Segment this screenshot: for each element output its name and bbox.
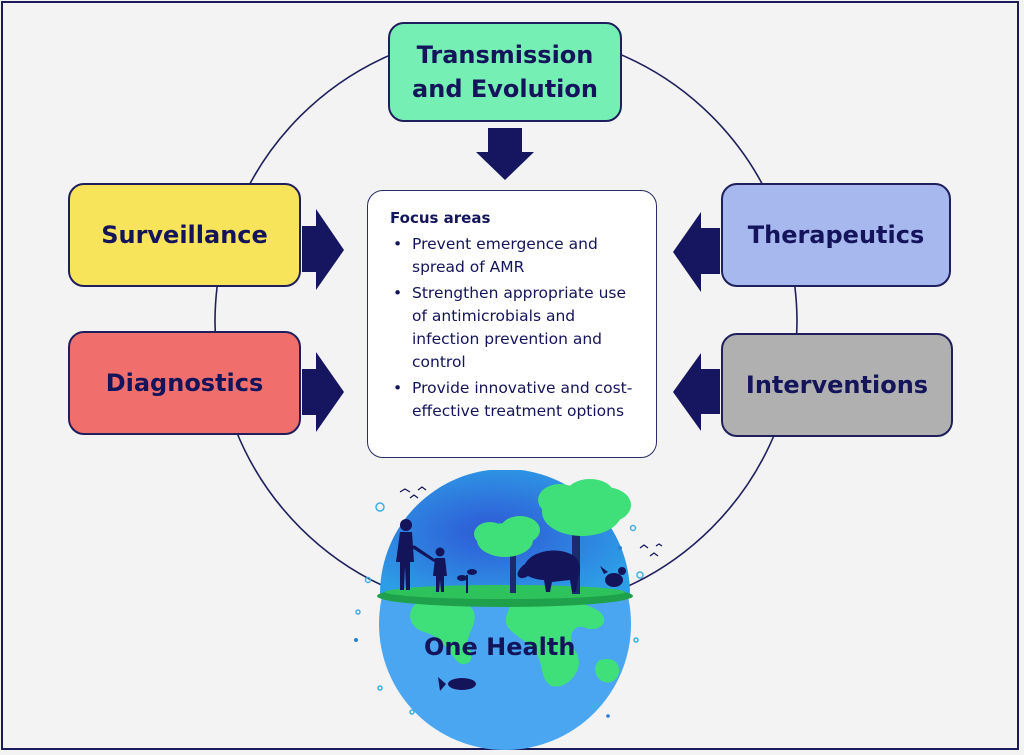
chicken-icon bbox=[600, 566, 626, 587]
diagnostics-label: Diagnostics bbox=[105, 369, 264, 397]
focus-areas-title: Focus areas bbox=[390, 209, 491, 227]
focus-area-item: Strengthen appropriate use of antimicrob… bbox=[390, 282, 640, 374]
animal-icon bbox=[517, 550, 581, 592]
interventions-box: Interventions bbox=[721, 333, 953, 437]
arrow-right-icon bbox=[302, 352, 344, 432]
surveillance-box: Surveillance bbox=[68, 183, 301, 287]
sprout-icon bbox=[457, 569, 477, 593]
bubbles-decoration bbox=[355, 502, 644, 715]
fish-icon bbox=[438, 677, 476, 691]
focus-areas-panel: Focus areas Prevent emergence and spread… bbox=[367, 190, 657, 458]
tree-icon bbox=[474, 516, 540, 593]
globe-icon bbox=[354, 470, 663, 750]
transmission-evolution-box: Transmission and Evolution bbox=[388, 22, 622, 122]
diagnostics-box: Diagnostics bbox=[68, 331, 301, 435]
therapeutics-box: Therapeutics bbox=[721, 183, 951, 287]
people-icon bbox=[396, 519, 447, 592]
arrow-down-icon bbox=[476, 128, 534, 180]
transmission-evolution-label: Transmission and Evolution bbox=[412, 41, 598, 103]
arrow-left-icon bbox=[673, 212, 720, 292]
tree-icon bbox=[538, 479, 631, 594]
focus-area-item: Prevent emergence and spread of AMR bbox=[390, 233, 640, 279]
focus-areas-list: Prevent emergence and spread of AMR Stre… bbox=[390, 233, 640, 423]
one-health-label: One Health bbox=[424, 633, 576, 661]
interventions-label: Interventions bbox=[745, 371, 929, 399]
arrow-left-icon bbox=[673, 353, 720, 431]
focus-area-item: Provide innovative and cost-effective tr… bbox=[390, 377, 640, 423]
therapeutics-label: Therapeutics bbox=[747, 221, 925, 249]
arrow-right-icon bbox=[302, 209, 344, 290]
surveillance-label: Surveillance bbox=[101, 221, 268, 249]
birds-icon bbox=[399, 486, 663, 557]
